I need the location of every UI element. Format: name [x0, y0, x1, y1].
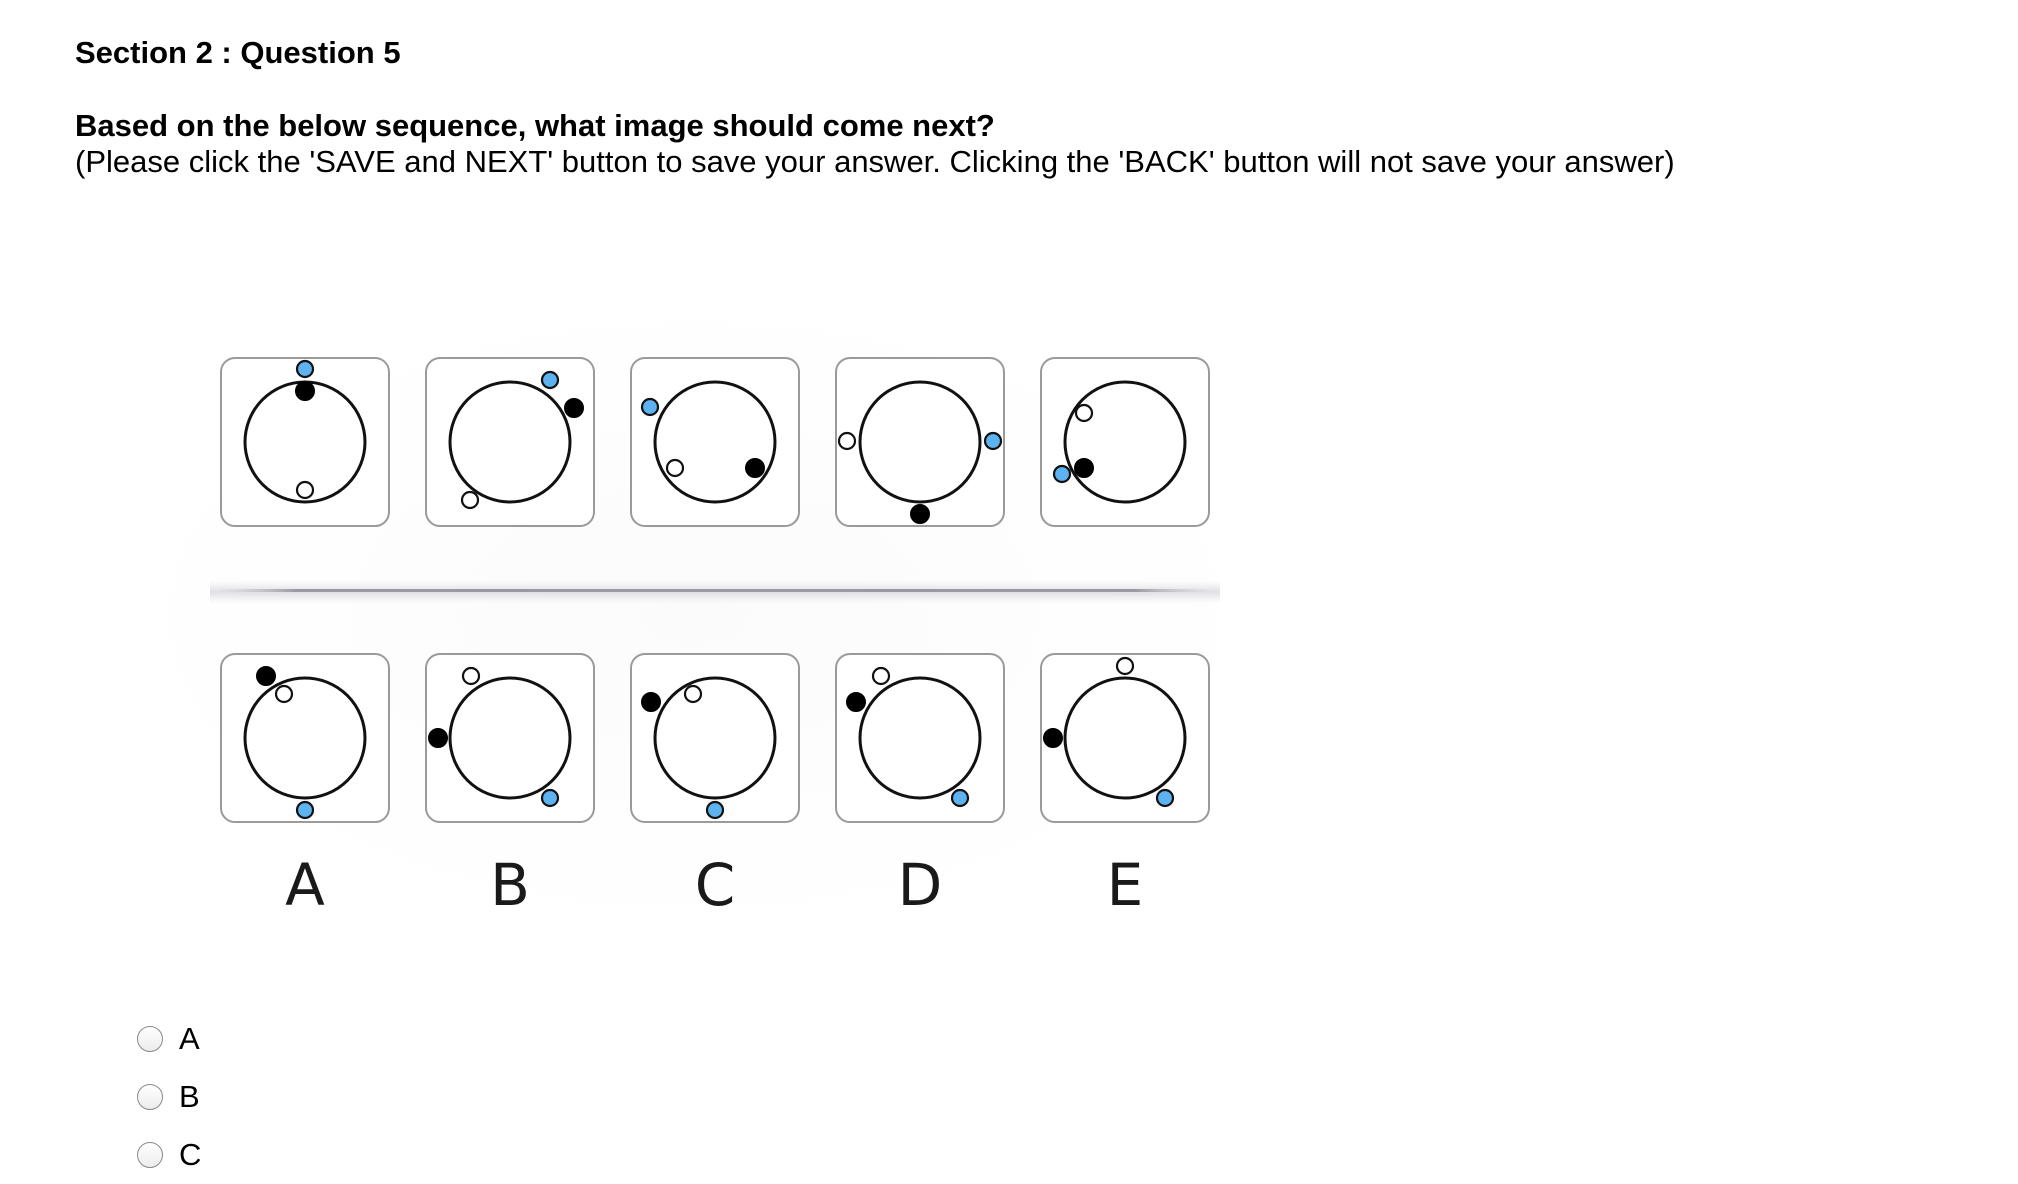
sequence-tile-3 — [630, 357, 800, 527]
puzzle-divider — [210, 580, 1220, 604]
answer-options: A B C — [137, 1010, 201, 1184]
answer-tile-b — [425, 653, 595, 823]
answer-tile-a — [220, 653, 390, 823]
sequence-tile-5 — [1040, 357, 1210, 527]
answer-tile-e — [1040, 653, 1210, 823]
question-prompt: Based on the below sequence, what image … — [75, 108, 995, 143]
radio-button-a[interactable] — [137, 1026, 163, 1052]
answer-tile-d — [835, 653, 1005, 823]
answer-letter-c: C — [695, 851, 736, 919]
option-b[interactable]: B — [137, 1068, 201, 1126]
answer-letter-d: D — [898, 851, 943, 919]
radio-button-b[interactable] — [137, 1084, 163, 1110]
answer-letter-a: A — [285, 851, 325, 919]
radio-button-c[interactable] — [137, 1142, 163, 1168]
sequence-tile-1 — [220, 357, 390, 527]
question-instructions: (Please click the 'SAVE and NEXT' button… — [75, 144, 1675, 179]
section-question-title: Section 2 : Question 5 — [75, 35, 401, 70]
answer-tile-c — [630, 653, 800, 823]
option-label-a[interactable]: A — [179, 1021, 200, 1056]
option-label-c[interactable]: C — [179, 1137, 202, 1172]
option-a[interactable]: A — [137, 1010, 201, 1068]
puzzle-image: A B C D E — [110, 290, 1280, 940]
answer-letter-e: E — [1107, 851, 1144, 919]
answer-letter-b: B — [490, 851, 530, 919]
option-c[interactable]: C — [137, 1126, 201, 1184]
sequence-tile-2 — [425, 357, 595, 527]
sequence-tile-4 — [835, 357, 1005, 527]
option-label-b[interactable]: B — [179, 1079, 200, 1114]
